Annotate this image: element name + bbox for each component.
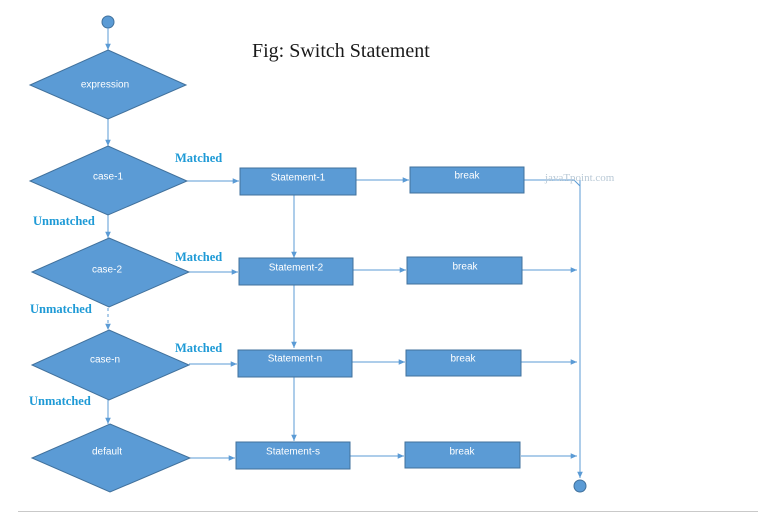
matched-label-1: Matched [175, 151, 222, 165]
statement-2-label: Statement-2 [269, 263, 324, 274]
break-2-label: break [452, 262, 478, 273]
diamond-case-n: case-n [30, 329, 191, 401]
box-break-2: break [406, 256, 523, 285]
box-break-s: break [404, 441, 521, 469]
start-node [101, 15, 115, 29]
box-statement-s: Statement-s [235, 441, 351, 470]
expression-label: expression [81, 80, 129, 91]
break-1-label: break [454, 171, 480, 182]
statement-n-label: Statement-n [268, 354, 322, 365]
case-2-label: case-2 [92, 265, 122, 276]
break-exit-connectors [521, 179, 583, 478]
case-1-label: case-1 [93, 172, 123, 183]
watermark-text: javaTpoint.com [544, 172, 615, 184]
default-label: default [92, 447, 122, 458]
bottom-divider [18, 511, 758, 512]
break-s-label: break [449, 447, 475, 458]
box-statement-2: Statement-2 [238, 257, 354, 286]
matched-label-n: Matched [175, 341, 222, 355]
break-n-label: break [450, 354, 476, 365]
figure-title: Fig: Switch Statement [252, 40, 430, 62]
diamond-default: default [30, 423, 192, 493]
unmatched-label-1: Unmatched [33, 214, 95, 228]
diamond-expression: expression [28, 49, 188, 120]
box-break-1: break [409, 166, 525, 194]
diamond-case-2: case-2 [30, 237, 191, 308]
box-break-n: break [405, 349, 522, 377]
box-statement-1: Statement-1 [239, 167, 357, 196]
unmatched-label-2: Unmatched [30, 302, 92, 316]
diamond-case-1: case-1 [28, 145, 189, 216]
matched-label-2: Matched [175, 250, 222, 264]
statement-to-break-connectors [350, 177, 409, 459]
case-n-label: case-n [90, 355, 120, 366]
matched-connectors [187, 178, 239, 461]
statement-s-label: Statement-s [266, 447, 320, 458]
unmatched-label-n: Unmatched [29, 394, 91, 408]
end-node [573, 479, 587, 493]
box-statement-n: Statement-n [237, 349, 353, 378]
statement-1-label: Statement-1 [271, 173, 326, 184]
